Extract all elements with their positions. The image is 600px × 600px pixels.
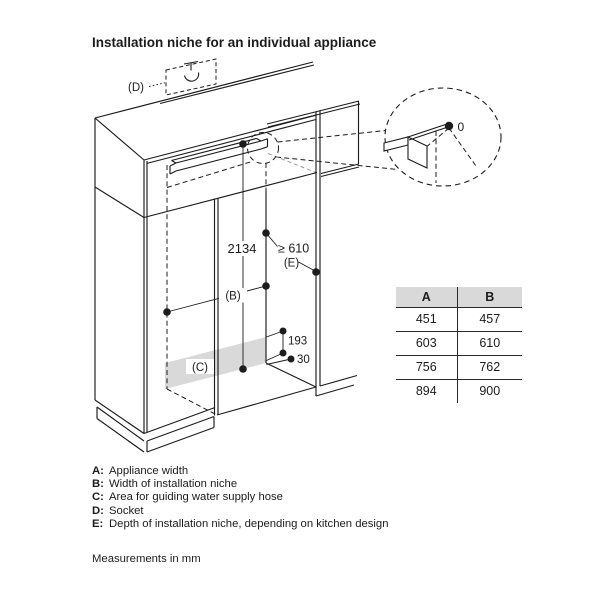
detail-source-circle (247, 132, 279, 164)
legend: A: Appliance width B: Width of installatio… (92, 465, 388, 531)
legend-key: E: (92, 517, 104, 530)
legend-item: D: Socket (92, 505, 388, 518)
table-cell: 610 (479, 336, 501, 350)
socket-leader-dotted (148, 82, 166, 87)
table-cell: 894 (396, 380, 458, 403)
table-row: 603 610 (396, 331, 522, 355)
table-cell: 762 (479, 360, 501, 374)
legend-key: B: (92, 478, 104, 491)
table-row: 756 762 (396, 355, 522, 379)
label-b: (B) (225, 291, 241, 303)
label-mask (186, 359, 214, 374)
dimension-label-height: 2134 (228, 241, 257, 256)
niche-floor-strip (165, 337, 266, 389)
legend-text: Area for guiding water supply hose (109, 491, 283, 504)
table-header-b: B (457, 287, 522, 307)
legend-item: C: Area for guiding water supply hose (92, 491, 388, 504)
table-cell: 756 (396, 356, 458, 379)
zero-point-dot (444, 121, 454, 131)
legend-text: Depth of installation niche, depending o… (109, 517, 389, 530)
socket-box (165, 58, 217, 96)
table-cell: 457 (479, 312, 501, 326)
label-zero: 0 (458, 120, 465, 134)
page-title: Installation niche for an individual app… (92, 35, 377, 50)
table-row: 451 457 (396, 307, 522, 331)
measurements-note: Measurements in mm (92, 553, 201, 565)
legend-item: B: Width of installation niche (92, 478, 388, 491)
label-e: (E) (284, 258, 300, 270)
dimension-label-depth: ≥ 610 (278, 242, 309, 256)
table-cell: 900 (479, 384, 501, 398)
legend-text: Socket (109, 504, 144, 517)
dimension-table: A B 451 457 603 610 756 762 894 900 (396, 287, 522, 403)
hidden-edges (166, 127, 477, 416)
datum-dots (163, 121, 454, 373)
legend-key: A: (92, 465, 104, 477)
cabinet-outline (94, 61, 361, 453)
table-cell: 451 (396, 308, 458, 331)
dimension-label-hose-bottom: 30 (297, 354, 310, 366)
socket-icon (183, 60, 200, 82)
legend-key: D: (92, 504, 104, 517)
dimension-label-hose-top: 193 (288, 336, 307, 348)
hidden-edge-light (267, 153, 317, 173)
legend-text: Appliance width (109, 465, 189, 477)
legend-item: A: Appliance width (92, 465, 388, 478)
label-mask (221, 241, 263, 256)
legend-key: C: (92, 491, 104, 504)
legend-text: Width of installation niche (109, 478, 238, 491)
corner-bracket-icon (383, 123, 449, 169)
table-row: 894 900 (396, 379, 522, 403)
legend-item: E: Depth of installation niche, depending… (92, 518, 388, 531)
label-d: (D) (128, 82, 144, 94)
table-header-row: A B (396, 287, 522, 307)
detail-zoom-circle (384, 87, 502, 187)
table-cell: 603 (396, 332, 458, 355)
table-header-a: A (396, 287, 458, 307)
label-c: (C) (192, 362, 208, 374)
label-mask (219, 288, 247, 303)
